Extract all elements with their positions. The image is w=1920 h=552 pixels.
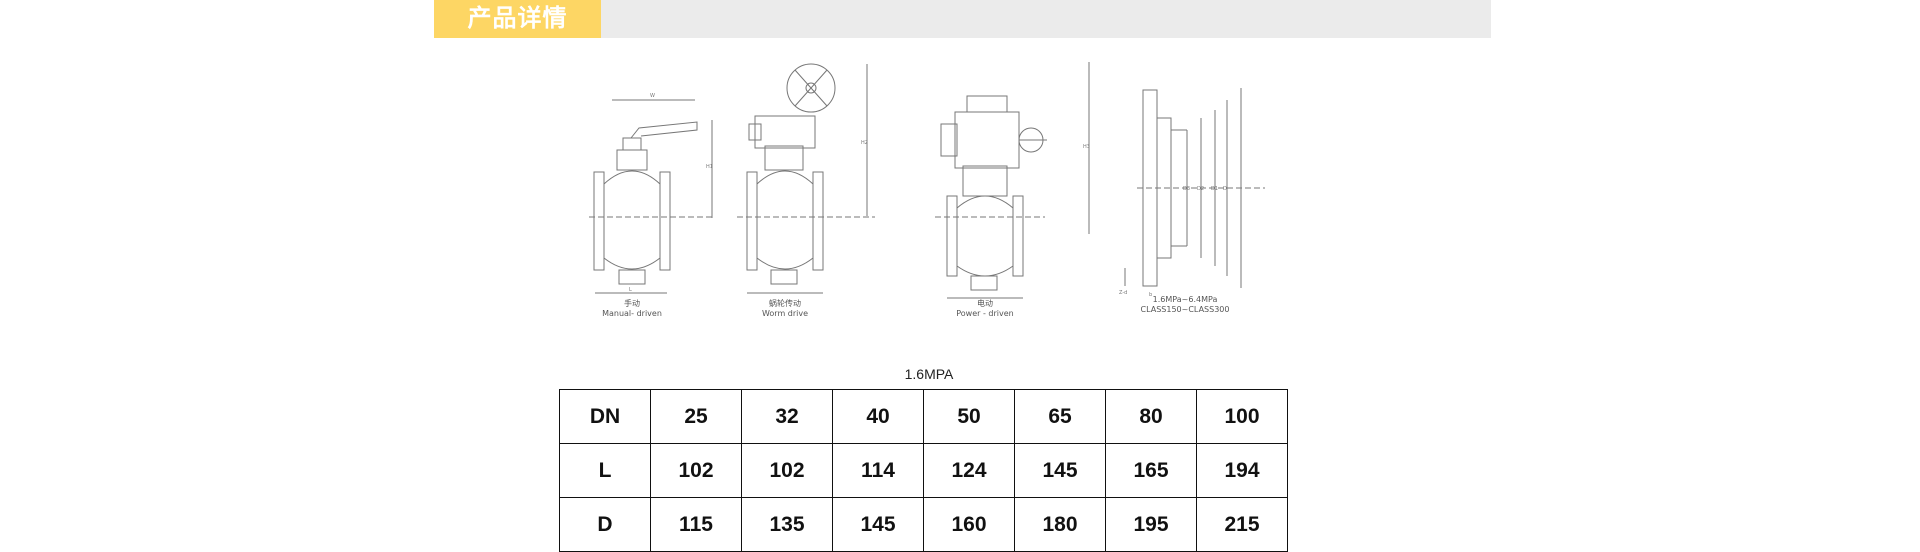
svg-text:b: b — [1149, 292, 1152, 298]
table-cell: 215 — [1196, 497, 1288, 552]
table-cell: 180 — [1014, 497, 1106, 552]
svg-text:D: D — [1223, 186, 1227, 192]
table-cell: 80 — [1105, 389, 1197, 444]
caption-worm-cn: 蜗轮传动 — [769, 298, 801, 308]
table-row-header: L — [559, 443, 651, 498]
caption-power-cn: 电动 — [977, 298, 993, 308]
section-title-tab: 产品详情 — [434, 0, 601, 38]
table-cell: 165 — [1105, 443, 1197, 498]
table-cell: 32 — [741, 389, 833, 444]
table-cell: 40 — [832, 389, 924, 444]
table-row-header: DN — [559, 389, 651, 444]
section-header-bar: 产品详情 — [434, 0, 1491, 38]
table-title: 1.6MPA — [904, 366, 954, 382]
power-driven-valve-drawing — [935, 62, 1090, 299]
table-cell: 160 — [923, 497, 1015, 552]
svg-text:H3: H3 — [1083, 144, 1090, 150]
caption-pressure-range: 1.6MPa~6.4MPa — [1153, 295, 1218, 304]
svg-text:H2: H2 — [861, 140, 868, 146]
svg-text:L: L — [629, 287, 632, 293]
table-cell: 25 — [650, 389, 742, 444]
caption-worm-en: Worm drive — [762, 309, 808, 318]
table-cell: 115 — [650, 497, 742, 552]
caption-manual-en: Manual- driven — [602, 309, 662, 318]
svg-text:Z-d: Z-d — [1119, 290, 1127, 296]
table-cell: 124 — [923, 443, 1015, 498]
caption-power-en: Power - driven — [956, 309, 1013, 318]
table-cell: 135 — [741, 497, 833, 552]
table-cell: 65 — [1014, 389, 1106, 444]
svg-text:D2: D2 — [1197, 186, 1204, 192]
svg-text:D3: D3 — [1183, 186, 1190, 192]
table-cell: 50 — [923, 389, 1015, 444]
table-cell: 195 — [1105, 497, 1197, 552]
table-cell: 114 — [832, 443, 924, 498]
valve-drawing: W H1 H2 H3 L D3 D2 D1 D b Z-d 手动 Manual-… — [589, 62, 1265, 318]
manual-valve-drawing — [589, 99, 715, 294]
table-cell: 145 — [832, 497, 924, 552]
table-cell: 102 — [650, 443, 742, 498]
table-cell: 102 — [741, 443, 833, 498]
table-cell: 194 — [1196, 443, 1288, 498]
flange-section-drawing — [1124, 88, 1265, 288]
worm-drive-valve-drawing — [737, 63, 875, 294]
caption-class-range: CLASS150~CLASS300 — [1141, 305, 1230, 314]
table-cell: 145 — [1014, 443, 1106, 498]
svg-text:W: W — [650, 93, 655, 99]
svg-text:H1: H1 — [706, 164, 713, 170]
table-row-header: D — [559, 497, 651, 552]
caption-manual-cn: 手动 — [624, 298, 640, 308]
svg-text:D1: D1 — [1211, 186, 1218, 192]
table-cell: 100 — [1196, 389, 1288, 444]
